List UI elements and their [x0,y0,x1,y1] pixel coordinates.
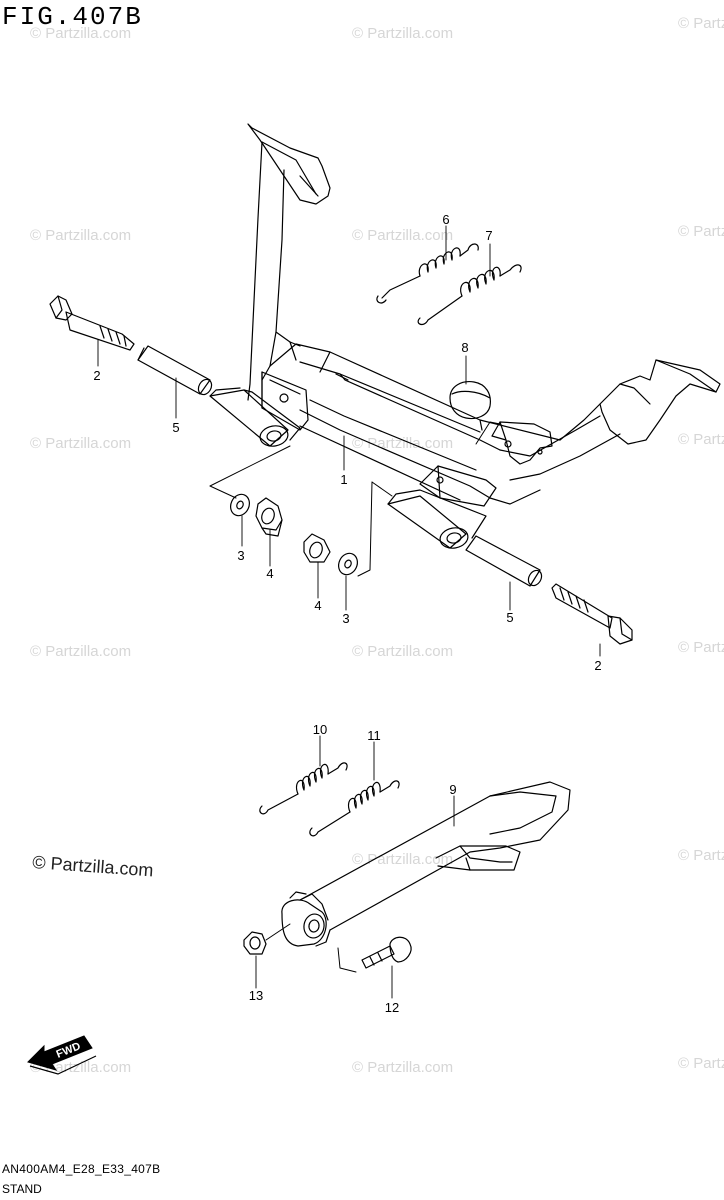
figure-title: FIG.407B [2,2,143,32]
watermark: © Partzilla.com [352,25,453,42]
callout-label: 10 [313,722,327,737]
watermark: © Partzilla.com [30,435,131,452]
watermark: © Partzilla.com [352,227,453,244]
watermark: © Partzilla.com [678,15,724,32]
washer-part-3-left [230,493,250,517]
figure-name: STAND [2,1182,42,1196]
figure-code: AN400AM4_E28_E33_407B [2,1162,161,1176]
callout-label: 5 [172,420,179,435]
watermark: © Partzilla.com [678,639,724,656]
callout-label: 6 [442,212,449,227]
callout-leaders [97,225,601,999]
callout-label: 13 [249,988,263,1003]
watermark: © Partzilla.com [352,435,453,452]
watermark: © Partzilla.com [30,227,131,244]
callout-label: 2 [594,658,601,673]
watermark: © Partzilla.com [352,643,453,660]
callout-label: 8 [461,340,468,355]
callout-label: 2 [93,368,100,383]
main-stand-frame [209,123,721,549]
bolt-part-12 [361,936,412,969]
callout-label: 5 [506,610,513,625]
callout-label: 3 [237,548,244,563]
watermark: © Partzilla.com [30,643,131,660]
bolt-part-2-left [49,295,135,351]
leader-lines [209,421,501,973]
callout-label: 3 [342,611,349,626]
callout-label: 1 [340,472,347,487]
watermark: © Partzilla.com [678,223,724,240]
spring-part-11 [309,780,400,837]
stopper-part-8 [449,381,491,420]
watermark: © Partzilla.com [678,847,724,864]
nut-part-13 [243,931,267,955]
callout-label: 7 [485,228,492,243]
spring-part-7 [417,264,522,326]
callout-numbers: 1 2 2 3 3 4 4 5 5 6 7 8 9 10 11 12 13 [93,212,601,1015]
callout-label: 12 [385,1000,399,1015]
collar-part-5-right [465,535,543,587]
callout-label: 9 [449,782,456,797]
spring-part-6 [376,243,479,304]
watermark: © Partzilla.com [678,1055,724,1072]
watermarks: © Partzilla.com © Partzilla.com © Partzi… [30,15,724,1076]
callout-label: 4 [266,566,273,581]
nut-part-4-left [255,497,283,537]
nut-part-4-right [303,533,331,563]
watermark: © Partzilla.com [30,25,131,42]
partzilla-logo-text: © Partzilla.com [32,852,154,880]
collar-part-5-left [137,345,213,396]
side-stand-part-9 [281,781,571,947]
callout-label: 4 [314,598,321,613]
forward-arrow-icon: FWD [27,1035,97,1075]
bolt-part-2-right [551,583,633,645]
callout-label: 11 [367,728,381,743]
washer-part-3-right [338,552,358,576]
watermark: © Partzilla.com [678,431,724,448]
watermark: © Partzilla.com [352,851,453,868]
spring-part-10 [259,762,348,815]
watermark: © Partzilla.com [30,1059,131,1076]
watermark: © Partzilla.com [352,1059,453,1076]
